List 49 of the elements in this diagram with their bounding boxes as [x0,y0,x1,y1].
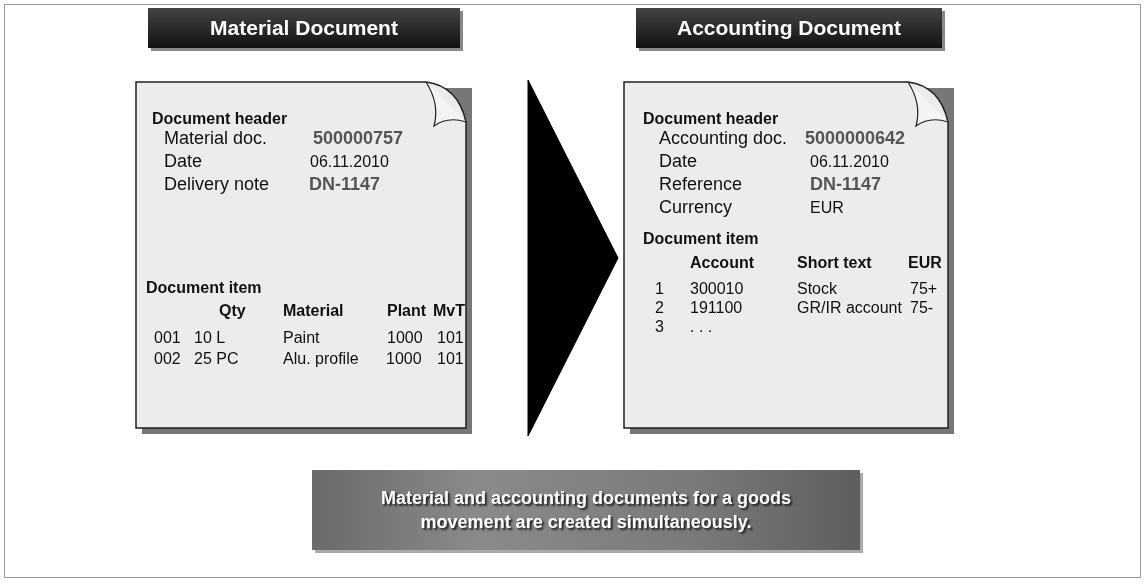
field-label: Date [659,151,698,172]
field-label: Material doc. [164,128,268,149]
table-cell: 1000 [387,329,423,347]
column-header: Plant [387,302,427,320]
field-value: 06.11.2010 [310,153,389,171]
column-header: Qty [219,302,246,320]
note-banner: Material and accounting documents for a goods movement are created simultaneously. [312,470,860,550]
table-cell: Paint [283,329,320,347]
chevron-arrow [527,79,619,437]
field-value: DN-1147 [810,174,882,195]
document-title: Material Document [148,8,460,48]
field-value: EUR [810,199,844,217]
field-value: DN-1147 [309,174,381,195]
table-cell: Alu. profile [283,350,359,368]
table-cell: GR/IR account [797,299,902,317]
table-cell: 191100 [690,299,743,317]
table-cell: 75- [910,299,934,317]
table-cell: . . . [690,318,713,336]
table-cell: 101 [437,329,464,347]
document-title: Accounting Document [636,8,942,48]
column-header: Account [690,254,754,272]
field-value: 500000757 [313,128,404,149]
table-cell: 25 PC [194,350,239,368]
table-cell: 1000 [386,350,422,368]
field-label: Reference [659,174,743,195]
table-cell: 101 [437,350,464,368]
table-cell: Stock [797,280,837,298]
field-label: Delivery note [164,174,270,195]
table-cell: 3 [655,318,664,336]
table-cell: 1 [655,280,664,298]
table-cell: 002 [154,350,181,368]
field-label: Currency [659,197,733,218]
column-header: Material [283,302,344,320]
section-heading: Document item [643,230,759,248]
field-value: 5000000642 [805,128,906,149]
field-label: Accounting doc. [659,128,788,149]
column-header: EUR [908,254,942,272]
field-value: 06.11.2010 [810,153,889,171]
column-header: Short text [797,254,872,272]
field-label: Date [164,151,203,172]
table-cell: 10 L [194,329,226,347]
table-cell: 001 [154,329,181,347]
section-heading: Document item [146,279,262,297]
table-cell: 2 [655,299,664,317]
table-cell: 300010 [690,280,744,298]
table-cell: 75+ [910,280,938,298]
section-heading: Document header [643,110,779,128]
column-header: MvT [433,302,465,320]
section-heading: Document header [152,110,288,128]
